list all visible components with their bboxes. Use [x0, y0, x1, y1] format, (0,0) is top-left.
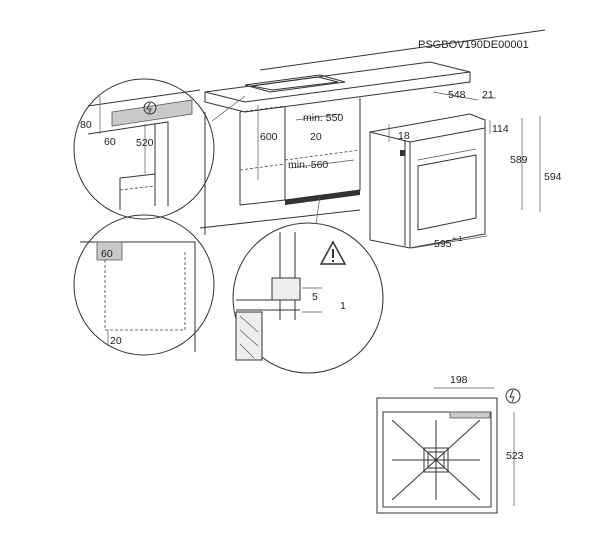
cabinet-width-min-label: min. 550 [303, 112, 343, 124]
top-gap-label: 80 [80, 119, 92, 131]
detail-circle-gap [232, 195, 384, 374]
oven-panel-height-label: 114 [492, 123, 509, 135]
corner-side-gap-label: 60 [101, 248, 113, 260]
document-code: PSGBOV190DE00001 [418, 39, 529, 51]
warning-triangle-icon [319, 240, 347, 265]
cabinet-opening-min-label: min. 560 [288, 159, 328, 171]
kitchen-perspective [199, 29, 546, 235]
power-plug-icon [143, 101, 157, 115]
oven-unit [369, 91, 541, 249]
side-gap-label: 60 [104, 136, 116, 148]
cabinet-bottom-gap-label: 20 [310, 131, 322, 143]
cabinet-depth-label: 520 [136, 137, 154, 149]
corner-bottom-gap-label: 20 [110, 335, 122, 347]
rear-height-label: 523 [506, 450, 524, 462]
oven-door-label: 21 [482, 89, 494, 101]
gap-detail-offset-label: 1 [340, 300, 346, 312]
oven-total-height-label: 594 [544, 171, 562, 183]
gap-detail-gap-label: 5 [312, 291, 318, 303]
oven-width-tolerance-label: +-1 [452, 236, 462, 243]
oven-body-height-label: 589 [510, 154, 528, 166]
rear-power-plug-icon [505, 388, 521, 404]
cabinet-height-label: 600 [260, 131, 278, 143]
oven-width-label: 595 [434, 238, 452, 250]
oven-top-offset-label: 18 [398, 130, 410, 142]
oven-depth-label: 548 [448, 89, 466, 101]
oven-rear-view [376, 387, 515, 514]
detail-circle-top [73, 78, 215, 220]
detail-circle-corner [73, 214, 215, 356]
rear-offset-label: 198 [450, 374, 468, 386]
